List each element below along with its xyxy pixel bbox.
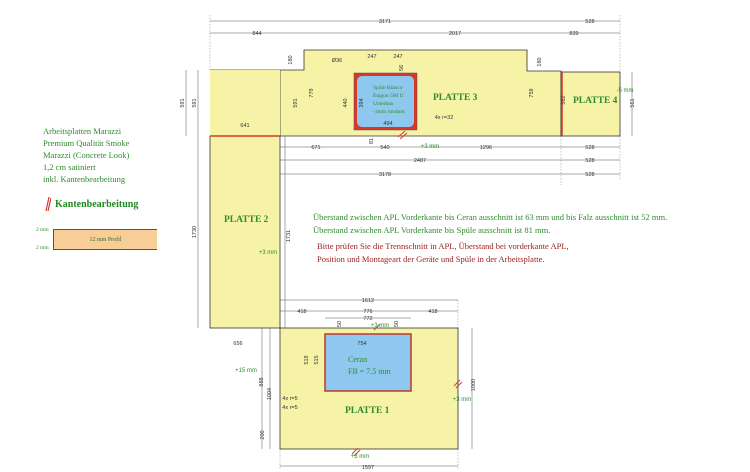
dimension-label: 418 — [297, 309, 306, 315]
edge-legend-label: Kantenbearbeitung — [55, 198, 139, 210]
dimension-label: 4x r=5 — [282, 396, 297, 402]
platte-2-label: PLATTE 2 — [224, 215, 269, 225]
note-line: Überstand zwischen APL Vorderkante bis S… — [313, 225, 551, 235]
dimension-label: 779 — [309, 88, 315, 97]
profile-top-label: 2 mm — [36, 227, 49, 233]
dimension-label: +3 mm — [421, 144, 440, 150]
dimension-label: 394 — [359, 98, 365, 107]
dimension-label: 519 — [304, 355, 310, 364]
dimension-label: +3 mm — [351, 454, 370, 460]
dimension-label: 3178 — [379, 172, 391, 178]
dimension-label: 591 — [192, 98, 198, 107]
note-line: Bitte prüfen Sie die Trennschnitt in APL… — [317, 241, 569, 251]
ceran-label: Ceran — [348, 355, 367, 364]
sink-label-3: Unterbau — [373, 101, 394, 107]
platte-4-shape — [560, 71, 621, 137]
dimension-label: +3 mm — [371, 323, 390, 329]
platte-4-label: PLATTE 4 — [573, 96, 618, 106]
dimension-label: 1597 — [362, 465, 374, 471]
dimension-label: 515 — [314, 355, 320, 364]
green-note: Überstand zwischen APL Vorderkante bis C… — [313, 211, 667, 237]
ceran-fb-label: FB = 7.5 mm — [348, 367, 392, 376]
dimension-label: 561 — [630, 98, 636, 107]
dimension-label: 2017 — [449, 31, 461, 37]
dimension-label: 3171 — [379, 19, 391, 25]
dimension-label: 562 — [561, 95, 567, 104]
dimension-label: 180 — [288, 55, 294, 64]
dimension-label: Ø36 — [332, 58, 342, 64]
dimension-label: 50 — [337, 321, 343, 327]
legend-line: Arbeitsplatten Marazzi — [43, 126, 122, 136]
dimension-label: 671 — [311, 145, 320, 151]
dimension-label: 1731 — [286, 230, 292, 242]
sink-label-1: Spüle Blanco — [373, 85, 403, 91]
dimension-label: 754 — [357, 341, 366, 347]
note-line: Überstand zwischen APL Vorderkante bis C… — [313, 212, 668, 222]
dimension-label: 888 — [259, 377, 265, 386]
material-legend: Arbeitsplatten Marazzi Premium Qualität … — [43, 125, 129, 185]
dimension-label: 540 — [380, 145, 389, 151]
dimension-label: 56 — [399, 65, 405, 71]
profile-bottom-label: 2 mm — [36, 245, 49, 251]
dimension-label: +3 mm — [259, 250, 278, 256]
platte-1-label: PLATTE 1 — [345, 406, 390, 416]
dimension-label: 772 — [363, 316, 372, 322]
dimension-label: +3 mm — [453, 397, 472, 403]
dimension-label: 528 — [585, 158, 594, 164]
dimension-label: +15 mm — [235, 368, 257, 374]
dimension-label: 2487 — [414, 158, 426, 164]
dimension-label: 200 — [260, 430, 266, 439]
note-line: Position und Montageart der Geräte und S… — [317, 254, 545, 264]
dimension-label: 4x r=32 — [435, 115, 454, 121]
dimension-label: 1296 — [480, 145, 492, 151]
dimension-label: 440 — [343, 98, 349, 107]
dimension-label: 759 — [529, 88, 535, 97]
profile-label: 12 mm Profil — [89, 236, 122, 243]
edge-mark-icon — [45, 197, 51, 211]
dimension-label: 528 — [585, 145, 594, 151]
dimension-label: -5 mm — [617, 88, 634, 94]
dimension-label: 247 — [393, 54, 402, 60]
dimension-label: 1730 — [192, 226, 198, 238]
ceran-cutout — [324, 333, 412, 392]
dimension-label: 641 — [240, 123, 249, 129]
dimension-label: 776 — [363, 309, 372, 315]
legend-line: inkl. Kantenbearbeitung — [43, 174, 126, 184]
dimension-label: 1612 — [362, 298, 374, 304]
sink-label-4: -3mm rundum — [373, 109, 405, 115]
dimension-label: 591 — [180, 98, 186, 107]
dimension-label: 591 — [293, 98, 299, 107]
dimension-label: 1004 — [267, 388, 273, 400]
edge-profile: 12 mm Profil — [53, 229, 157, 250]
dimension-label: 180 — [537, 57, 543, 66]
red-note: Bitte prüfen Sie die Trennschnitt in APL… — [317, 240, 569, 266]
dimension-label: 494 — [383, 121, 392, 127]
dimension-label: 50 — [394, 321, 400, 327]
dimension-label: 247 — [367, 54, 376, 60]
dimension-label: 528 — [585, 19, 594, 25]
dimension-label: 656 — [233, 341, 242, 347]
legend-line: Premium Qualität Smoke — [43, 138, 130, 148]
edge-legend: Kantenbearbeitung — [45, 197, 138, 211]
dimension-label: 4x r=5 — [282, 405, 297, 411]
platte-3-label: PLATTE 3 — [433, 93, 478, 103]
sink-label-2: Etagon 500 U — [373, 93, 404, 99]
legend-line: Marazzi (Concrete Look) — [43, 150, 130, 160]
dimension-label: 1000 — [471, 379, 477, 391]
dimension-label: 81 — [369, 138, 375, 144]
platte-2-shape — [209, 135, 281, 329]
dimension-label: 839 — [569, 31, 578, 37]
legend-line: 1,2 cm satiniert — [43, 162, 96, 172]
dimension-label: 418 — [428, 309, 437, 315]
dimension-label: 528 — [585, 172, 594, 178]
dimension-label: 844 — [252, 31, 261, 37]
